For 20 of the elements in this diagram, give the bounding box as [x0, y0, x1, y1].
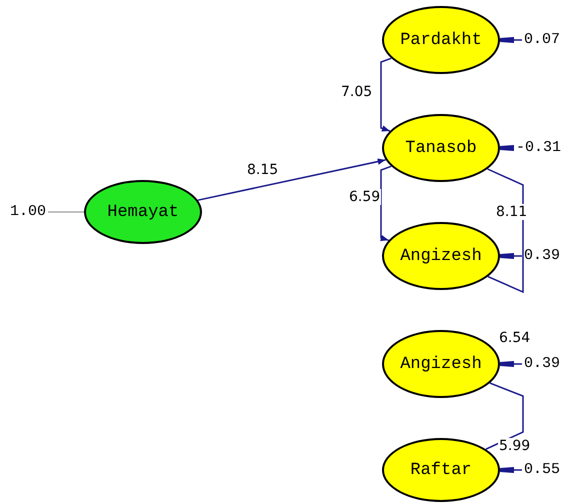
- error-value: 0.39: [524, 247, 560, 265]
- latent-variable-ellipse: Angizesh: [382, 330, 500, 398]
- latent-variable-ellipse: Hemayat: [84, 180, 202, 244]
- error-value: 0.07: [524, 31, 560, 49]
- error-value: -0.31: [516, 139, 562, 157]
- path-line: [48, 211, 84, 213]
- path-line: [486, 382, 524, 450]
- error-value: 0.39: [524, 355, 560, 373]
- edge-label: 8.11: [495, 204, 528, 220]
- latent-variable-ellipse: Angizesh: [382, 222, 500, 290]
- path-arrow: [198, 158, 386, 201]
- path-arrow: [380, 58, 392, 132]
- latent-variable-ellipse: Pardakht: [382, 6, 500, 74]
- latent-variable-ellipse: Raftar: [382, 438, 500, 502]
- error-value: 0.55: [524, 461, 560, 479]
- path-arrow: [380, 166, 392, 242]
- path-line: [487, 168, 524, 294]
- edge-label: 6.59: [348, 189, 382, 205]
- error-value: 1.00: [10, 203, 46, 221]
- latent-variable-ellipse: Tanasob: [382, 114, 500, 182]
